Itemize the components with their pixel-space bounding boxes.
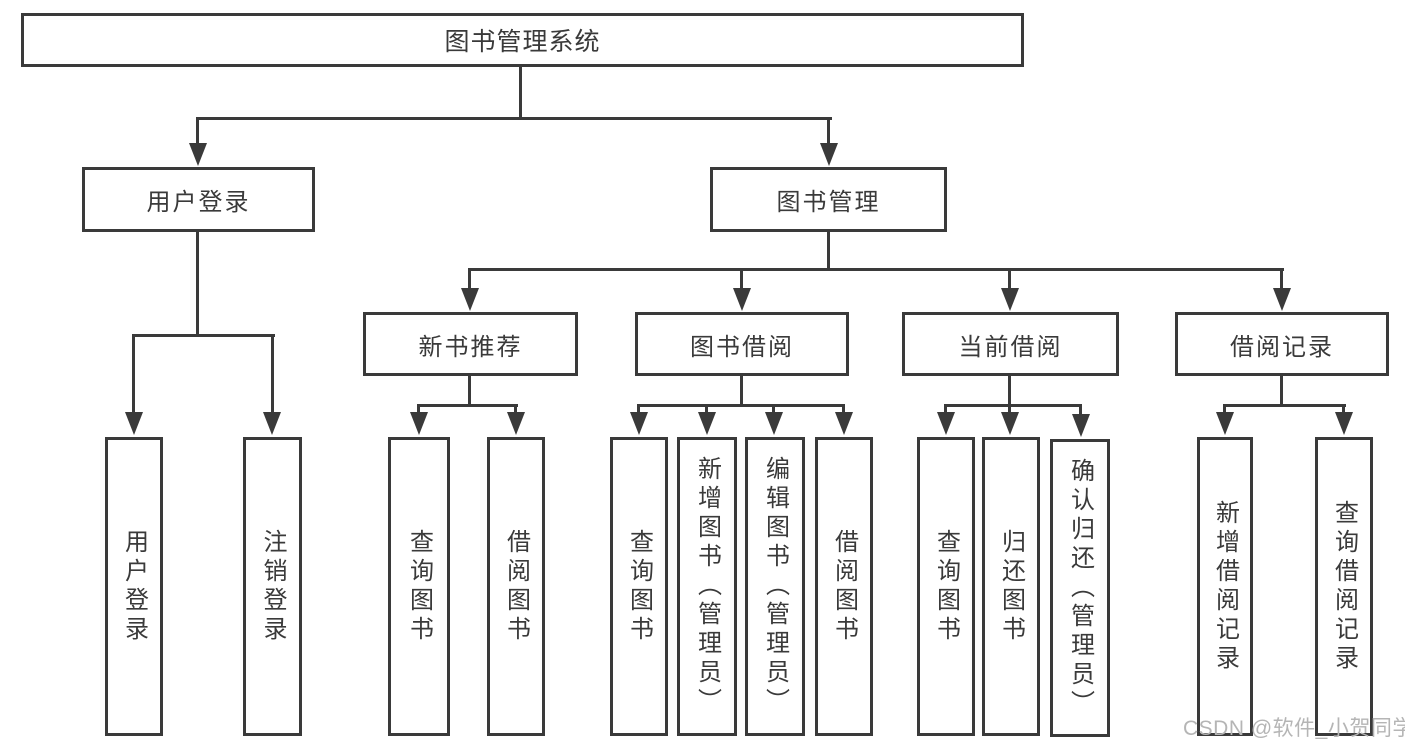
connector-stem-edit-book <box>772 406 775 415</box>
arrow-down-icon-book-mgmt <box>820 143 838 166</box>
leaf-add-record: 新增借阅记录 <box>1197 437 1253 736</box>
arrow-down-icon-return-book <box>1001 412 1019 435</box>
leaf-query-book-2-label: 查询图书 <box>625 528 653 645</box>
leaf-query-book-1-label: 查询图书 <box>405 528 433 645</box>
leaf-add-record-label: 新增借阅记录 <box>1211 499 1239 674</box>
watermark: CSDN @软件_小贺同学 <box>1183 717 1405 740</box>
arrow-down-icon-borrow-book-2 <box>835 412 853 435</box>
leaf-add-book: 新增图书（管理员） <box>677 437 737 736</box>
connector-book-mgmt-bar <box>468 268 1284 271</box>
arrow-down-icon-leaf-user-login <box>125 412 143 435</box>
connector-borrow-records-bar <box>1223 404 1346 407</box>
connector-stem-leaf-user-login <box>132 336 135 415</box>
node-book-mgmt: 图书管理 <box>710 167 947 232</box>
leaf-query-book-2: 查询图书 <box>610 437 668 736</box>
node-book-borrow: 图书借阅 <box>635 312 849 376</box>
arrow-down-icon-borrow-book-1 <box>507 412 525 435</box>
connector-stem-query-book-2 <box>637 406 640 415</box>
arrow-down-icon-confirm-return <box>1072 414 1090 437</box>
node-borrow-records: 借阅记录 <box>1175 312 1389 376</box>
connector-new-book-rec-bar <box>417 404 518 407</box>
arrow-down-icon-leaf-logout <box>263 412 281 435</box>
connector-stem-book-mgmt <box>827 118 830 146</box>
arrow-down-icon-borrow-records <box>1273 288 1291 311</box>
node-new-book-rec: 新书推荐 <box>363 312 578 376</box>
arrow-down-icon-query-record <box>1335 412 1353 435</box>
leaf-borrow-book-1-label: 借阅图书 <box>502 528 530 645</box>
connector-book-mgmt-stem <box>827 232 830 271</box>
arrow-down-icon-add-book <box>698 412 716 435</box>
connector-stem-borrow-records <box>1280 270 1283 290</box>
connector-current-borrow-stem <box>1008 376 1011 406</box>
connector-user-login-bar <box>132 334 275 337</box>
leaf-add-book-label: 新增图书（管理员） <box>693 456 721 717</box>
arrow-down-icon-query-book-1 <box>410 412 428 435</box>
connector-book-borrow-stem <box>740 376 743 406</box>
arrow-down-icon-book-borrow <box>733 288 751 311</box>
connector-stem-confirm-return <box>1079 406 1082 415</box>
connector-stem-new-book-rec <box>468 270 471 290</box>
leaf-return-book: 归还图书 <box>982 437 1040 736</box>
connector-borrow-records-stem <box>1280 376 1283 406</box>
arrow-down-icon-new-book-rec <box>461 288 479 311</box>
arrow-down-icon-query-book-3 <box>937 412 955 435</box>
leaf-user-login-label: 用户登录 <box>120 528 148 645</box>
leaf-borrow-book-2-label: 借阅图书 <box>830 528 858 645</box>
connector-book-borrow-bar <box>637 404 845 407</box>
node-root: 图书管理系统 <box>21 13 1024 67</box>
leaf-logout-label: 注销登录 <box>259 528 286 645</box>
leaf-edit-book: 编辑图书（管理员） <box>745 437 805 736</box>
connector-stem-add-record <box>1223 406 1226 415</box>
leaf-query-book-3: 查询图书 <box>917 437 975 736</box>
arrow-down-icon-current-borrow <box>1001 288 1019 311</box>
arrow-down-icon-query-book-2 <box>630 412 648 435</box>
leaf-edit-book-label: 编辑图书（管理员） <box>761 456 789 717</box>
connector-user-login-stem <box>196 232 199 337</box>
connector-root-bar <box>196 117 832 120</box>
leaf-return-book-label: 归还图书 <box>997 528 1025 645</box>
leaf-confirm-return-label: 确认归还（管理员） <box>1066 457 1094 719</box>
arrow-down-icon-user-login <box>189 143 207 166</box>
node-current-borrow: 当前借阅 <box>902 312 1119 376</box>
connector-new-book-rec-stem <box>468 376 471 406</box>
arrow-down-icon-edit-book <box>765 412 783 435</box>
leaf-borrow-book-1: 借阅图书 <box>487 437 545 736</box>
connector-stem-query-book-1 <box>417 406 420 415</box>
connector-stem-add-book <box>705 406 708 415</box>
connector-stem-current-borrow <box>1008 270 1011 290</box>
leaf-query-book-1: 查询图书 <box>388 437 450 736</box>
leaf-query-record: 查询借阅记录 <box>1315 437 1373 736</box>
node-user-login: 用户登录 <box>82 167 315 232</box>
leaf-query-record-label: 查询借阅记录 <box>1330 499 1358 674</box>
connector-stem-leaf-logout <box>271 336 274 415</box>
leaf-query-book-3-label: 查询图书 <box>932 528 960 645</box>
connector-root-stem <box>519 67 522 119</box>
connector-stem-book-borrow <box>740 270 743 290</box>
leaf-logout: 注销登录 <box>243 437 302 736</box>
connector-stem-query-book-3 <box>944 406 947 415</box>
leaf-borrow-book-2: 借阅图书 <box>815 437 873 736</box>
connector-stem-return-book <box>1008 406 1011 415</box>
connector-stem-borrow-book-2 <box>842 406 845 415</box>
connector-current-borrow-bar <box>944 404 1082 407</box>
leaf-confirm-return: 确认归还（管理员） <box>1050 439 1110 737</box>
arrow-down-icon-add-record <box>1216 412 1234 435</box>
connector-stem-borrow-book-1 <box>514 406 517 415</box>
connector-stem-query-record <box>1342 406 1345 415</box>
connector-stem-user-login <box>196 118 199 146</box>
leaf-user-login: 用户登录 <box>105 437 163 736</box>
